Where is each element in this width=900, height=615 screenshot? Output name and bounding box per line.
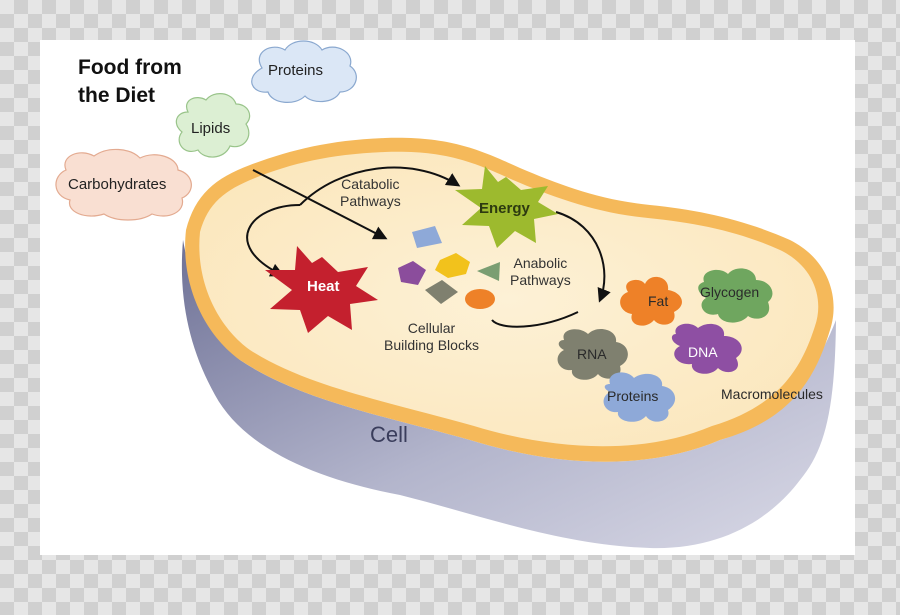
diagram-title: Food from the Diet — [78, 54, 182, 110]
title-line-1: Food from — [78, 56, 182, 79]
catabolic-line-1: Catabolic — [341, 176, 400, 192]
carbohydrates-cloud — [55, 148, 192, 221]
catabolic-arrow — [299, 166, 461, 206]
proteins-blob — [603, 372, 676, 422]
anabolic-arrow-bottom — [491, 311, 579, 328]
fat-blob — [620, 276, 682, 326]
catabolic-pathways-label: Catabolic Pathways — [340, 176, 401, 210]
anabolic-arrow-top — [555, 211, 611, 303]
fat-label: Fat — [648, 293, 669, 309]
building-block-green-triangle — [477, 262, 500, 281]
catabolic-line-2: Pathways — [340, 193, 401, 209]
lipids-cloud — [175, 93, 251, 158]
anabolic-pathways-label: Anabolic Pathways — [510, 255, 571, 289]
building-block-blue-square — [412, 226, 442, 248]
energy-label: Energy — [479, 200, 530, 217]
rna-label: RNA — [577, 346, 607, 362]
cytoplasm — [199, 151, 819, 447]
macromolecules-label: Macromolecules — [721, 386, 823, 402]
building-blocks-line-2: Building Blocks — [384, 337, 479, 353]
anabolic-line-1: Anabolic — [513, 255, 568, 271]
building-block-yellow-hexagon — [435, 253, 470, 278]
rna-blob — [557, 328, 628, 380]
glycogen-label: Glycogen — [700, 284, 760, 300]
lipids-cloud-label: Lipids — [191, 120, 231, 137]
glycogen-blob — [698, 268, 773, 323]
building-block-purple-pentagon — [398, 261, 426, 285]
carbohydrates-cloud-label: Carbohydrates — [68, 176, 167, 193]
heat-star — [265, 246, 378, 333]
building-blocks-line-1: Cellular — [407, 320, 456, 336]
cell-label: Cell — [370, 422, 408, 447]
building-block-gray-diamond — [425, 280, 458, 304]
proteins-cloud-label: Proteins — [268, 62, 324, 79]
cell-side-wall — [181, 240, 836, 549]
dna-blob — [671, 323, 742, 374]
building-blocks-label: Cellular Building Blocks — [384, 320, 479, 354]
heat-label: Heat — [307, 278, 340, 295]
heat-arrow — [246, 204, 301, 277]
food-entry-arrow — [252, 169, 388, 240]
proteins-blob-label: Proteins — [607, 388, 659, 404]
proteins-cloud — [251, 40, 357, 103]
anabolic-line-2: Pathways — [510, 272, 571, 288]
building-block-orange-oval — [465, 289, 495, 309]
title-line-2: the Diet — [78, 84, 156, 107]
energy-star — [455, 166, 558, 248]
dna-label: DNA — [688, 344, 718, 360]
